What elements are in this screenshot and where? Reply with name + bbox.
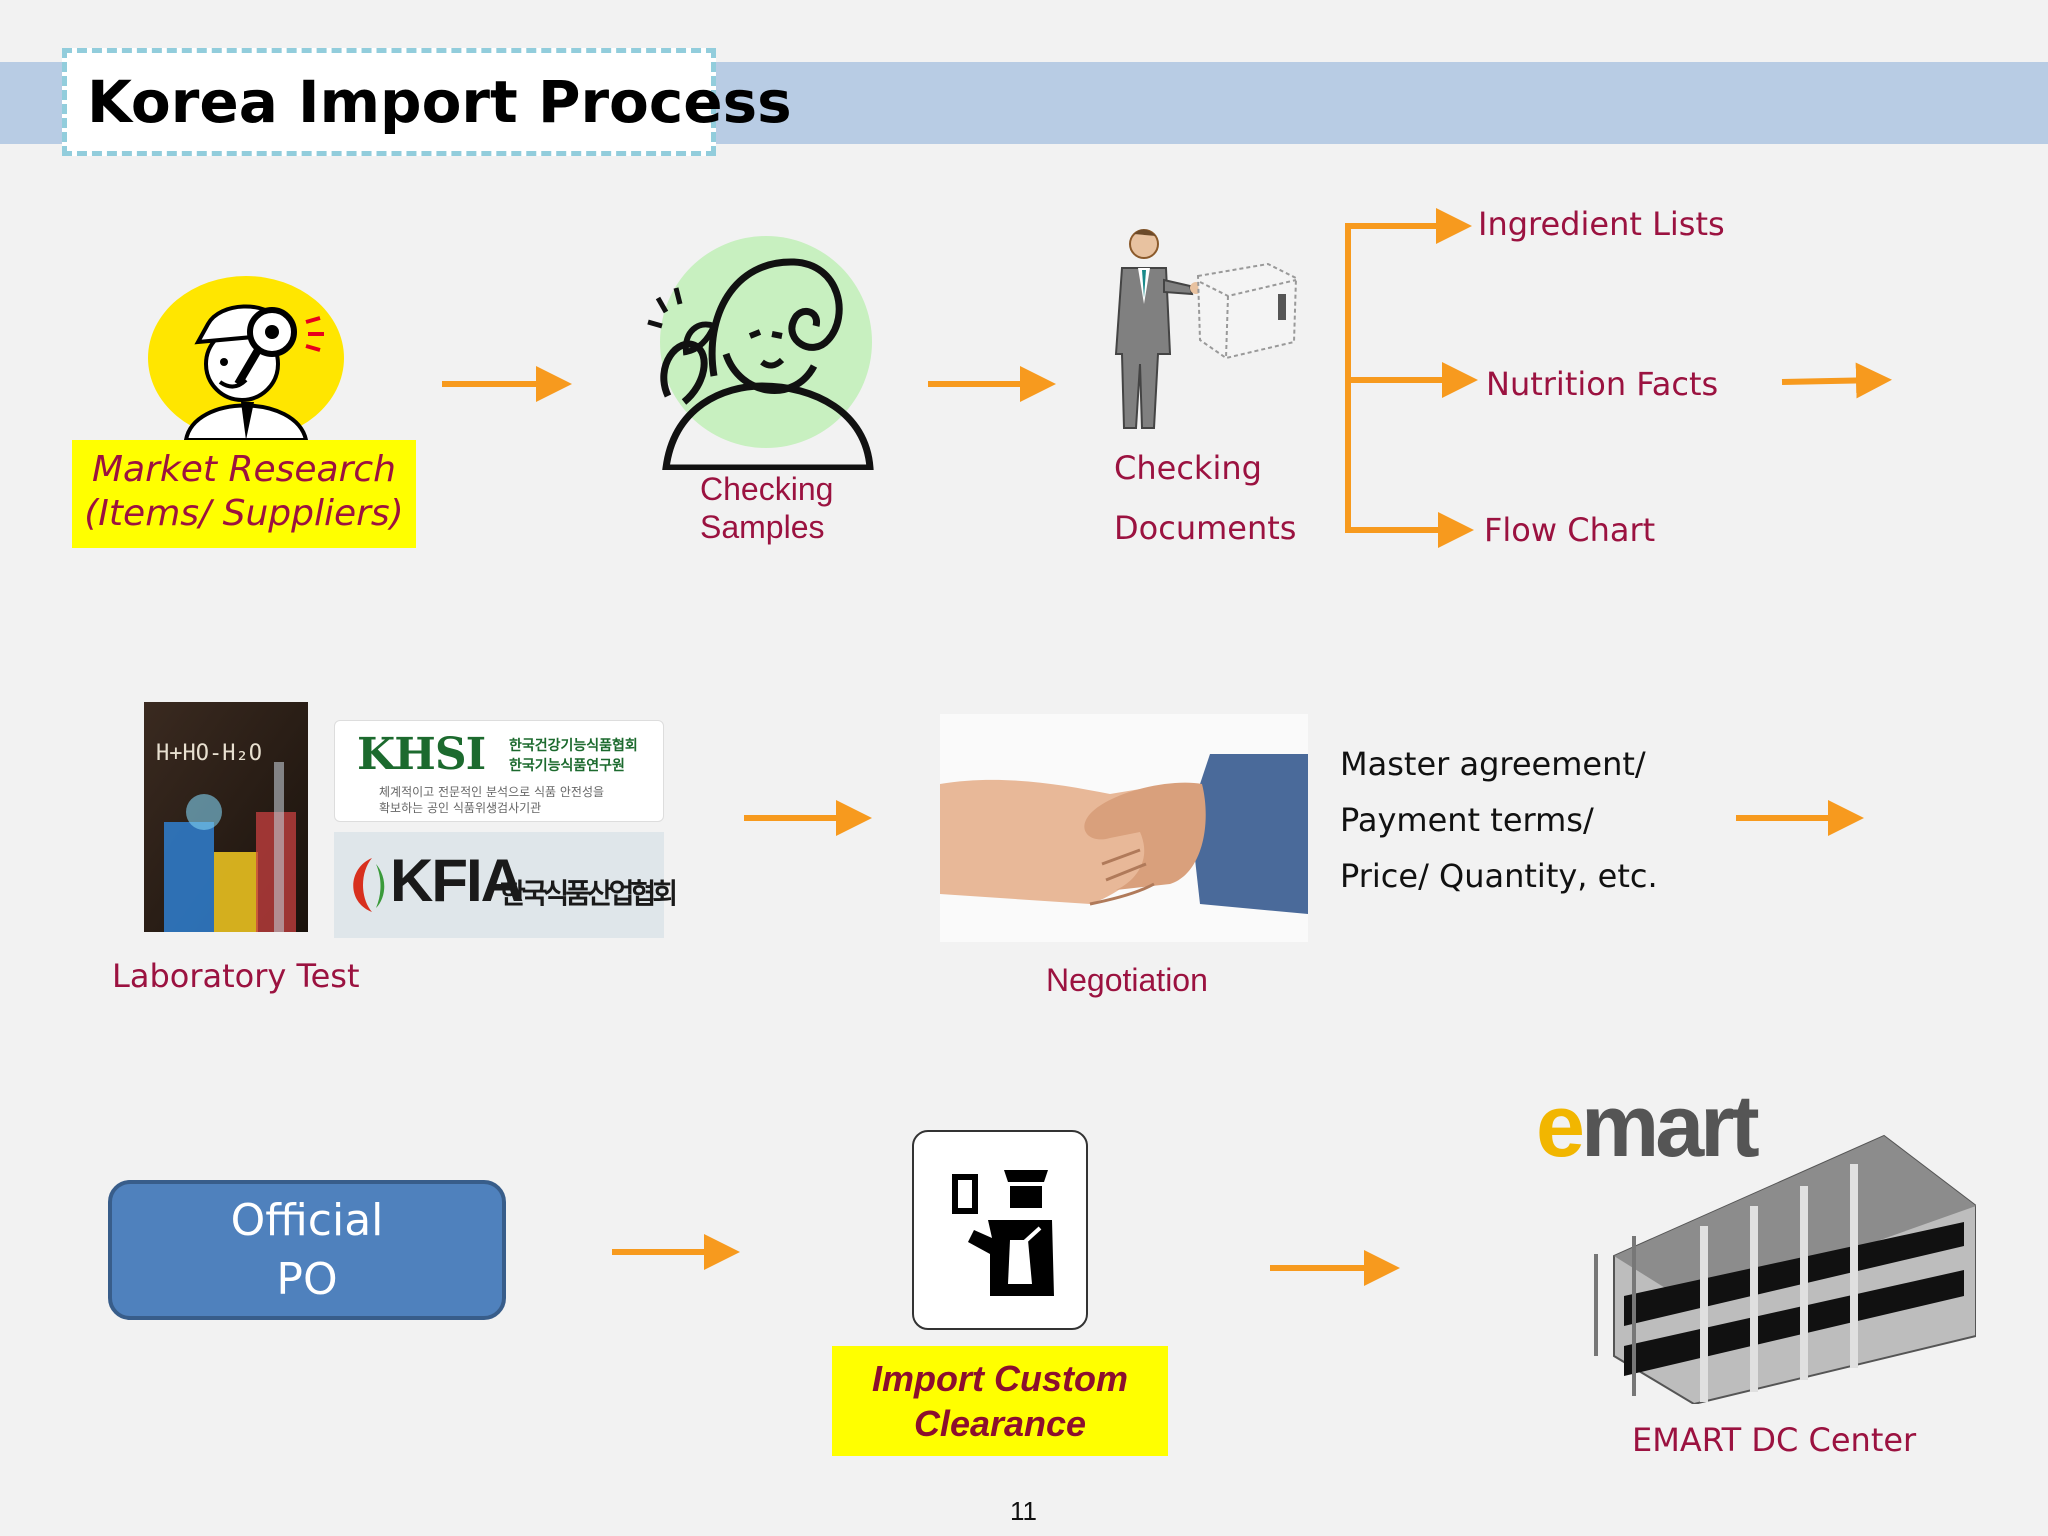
emart-logo-e: e	[1536, 1076, 1585, 1175]
official-po-box: Official PO	[108, 1180, 506, 1320]
khsi-logo-text: KHSI	[357, 729, 486, 780]
laboratory-test-label: Laboratory Test	[112, 957, 360, 995]
laboratory-photo: H+HO-H₂O	[144, 702, 308, 932]
khsi-korean-2: 한국기능식품연구원	[509, 758, 625, 774]
doc-nutrition-facts: Nutrition Facts	[1486, 365, 1719, 403]
businessman-box-icon	[1108, 224, 1298, 436]
page-title: Korea Import Process	[87, 68, 792, 136]
khsi-tagline-2: 확보하는 공인 식품위생검사기관	[379, 801, 542, 815]
customs-line1: Import Custom	[872, 1358, 1128, 1399]
chalk-text: H+HO-H₂O	[156, 741, 262, 766]
arrow-row1-end	[1781, 362, 1892, 399]
customs-icon-box	[912, 1130, 1088, 1330]
title-box: Korea Import Process	[62, 48, 792, 156]
detective-icon	[146, 272, 346, 442]
kfia-leaf-icon	[353, 858, 385, 912]
dc-building-icon	[1584, 1126, 1977, 1406]
handshake-photo	[940, 714, 1308, 942]
market-research-line2: (Items/ Suppliers)	[84, 493, 404, 534]
khsi-logo: KHSI 한국건강기능식품협회 한국기능식품연구원 체계적이고 전문적인 분석으…	[334, 720, 664, 822]
emart-logo: eemartmart	[1536, 1082, 1760, 1170]
kfia-logo-text: KFIA	[390, 847, 524, 914]
customs-line2: Clearance	[913, 1403, 1087, 1444]
khsi-korean-1: 한국건강기능식품협회	[509, 738, 638, 754]
customs-clearance-box: Import Custom Clearance	[832, 1346, 1168, 1456]
checking-documents-line2: Documents	[1114, 509, 1297, 547]
emart-logo-rest: mart	[1580, 1076, 1760, 1175]
checking-samples-line1: Checking	[700, 471, 834, 507]
market-research-box: Market Research (Items/ Suppliers)	[72, 440, 416, 548]
page-number: 11	[1010, 1496, 1037, 1526]
kfia-korean: 한국식품산업협회	[500, 877, 678, 910]
po-line2: PO	[276, 1254, 338, 1305]
terms-line3: Price/ Quantity, etc.	[1340, 857, 1658, 895]
negotiation-label: Negotiation	[1046, 962, 1208, 998]
market-research-line1: Market Research	[91, 449, 396, 490]
kfia-logo: KFIA 한국식품산업협회	[334, 832, 678, 938]
doc-flow-chart: Flow Chart	[1484, 511, 1656, 549]
checking-documents-line1: Checking	[1114, 449, 1262, 487]
customs-officer-icon	[952, 1170, 1054, 1296]
checking-samples-line2: Samples	[700, 509, 825, 545]
po-line1: Official	[230, 1194, 384, 1246]
terms-line2: Payment terms/	[1340, 801, 1594, 839]
khsi-tagline-1: 체계적이고 전문적인 분석으로 식품 안전성을	[379, 785, 605, 799]
emart-dc-label: EMART DC Center	[1632, 1421, 1917, 1459]
tasting-person-icon	[644, 236, 880, 472]
terms-line1: Master agreement/	[1340, 745, 1646, 783]
doc-ingredient-lists: Ingredient Lists	[1478, 205, 1725, 243]
